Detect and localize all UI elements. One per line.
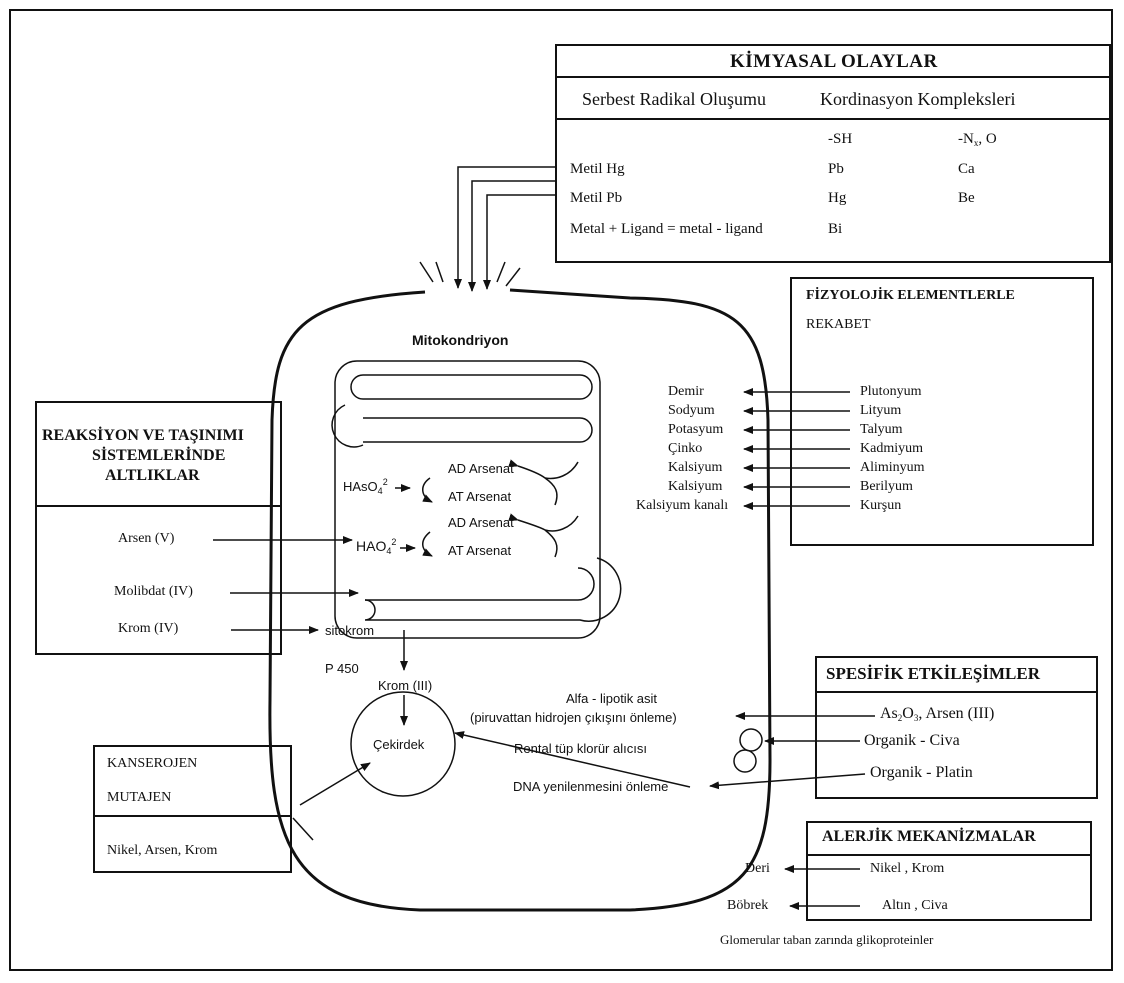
alerjik-target-1: Deri: [745, 861, 770, 876]
reaksiyon-title-1: REAKSİYON VE TAŞINIMI: [42, 427, 244, 444]
kimyasal-nxo: -Nx, O: [958, 131, 997, 148]
alfa-label: Alfa - lipotik asit: [566, 691, 658, 706]
alerjik-title: ALERJİK MEKANİZMALAR: [822, 828, 1036, 845]
ad-arsenat-2: AD Arsenat: [448, 515, 514, 530]
crista-2: [363, 417, 593, 443]
reaksiyon-title-2: SİSTEMLERİNDE: [92, 447, 226, 464]
kimyasal-box: [555, 44, 1111, 263]
kanserojen-box: [93, 745, 292, 873]
fizyolojik-competitor-1: Plutonyum: [860, 384, 922, 399]
spesifik-arrows: [709, 712, 875, 790]
fizyolojik-element-6: Kalsiyum: [668, 479, 723, 494]
kimyasal-row-3-left: Metal + Ligand = metal - ligand: [570, 221, 763, 237]
fizyolojik-competitor-6: Berilyum: [860, 479, 913, 494]
reaksiyon-arrows: [213, 536, 359, 634]
kimyasal-col2-head: Kordinasyon Kompleksleri: [820, 89, 1016, 109]
crista-3: [365, 567, 595, 601]
kimyasal-row-1-mid: Pb: [828, 161, 844, 177]
kimyasal-row-1-right: Ca: [958, 161, 975, 177]
haso4-label: HAsO42: [343, 477, 388, 496]
spesifik-item-2: Organik - Platin: [870, 764, 973, 781]
alerjik-arrows: [784, 865, 860, 910]
kimyasal-row-2-right: Be: [958, 190, 975, 206]
kanserojen-divider: [93, 815, 292, 817]
rental-label: Rental tüp klorür alıcısı: [514, 741, 647, 756]
kimyasal-divider-2: [555, 118, 1111, 120]
at-arsenat-1: AT Arsenat: [448, 489, 512, 504]
at-arsenat-2: AT Arsenat: [448, 543, 512, 558]
kanserojen-items: Nikel, Arsen, Krom: [107, 843, 218, 858]
sitokrom-label: sitokrom: [325, 623, 375, 638]
krom3-label: Krom (III): [378, 678, 433, 693]
kimyasal-divider-1: [555, 76, 1111, 78]
fizyolojik-element-7: Kalsiyum kanalı: [636, 498, 729, 513]
cell-membrane: [268, 288, 772, 912]
fizyolojik-element-3: Potasyum: [668, 422, 724, 437]
p450-label: P 450: [325, 661, 359, 676]
fizyolojik-subtitle: REKABET: [806, 317, 871, 332]
hao4-label: HAO42: [356, 537, 397, 556]
fizyolojik-box: [790, 277, 1094, 546]
alerjik-target-2: Böbrek: [727, 898, 769, 913]
nucleus: [350, 691, 456, 797]
alerjik-box: [806, 821, 1092, 921]
reaksiyon-divider: [35, 505, 282, 507]
kanserojen-label-2: MUTAJEN: [107, 790, 172, 805]
fizyolojik-element-1: Demir: [668, 384, 704, 399]
fizyolojik-element-5: Kalsiyum: [668, 460, 723, 475]
piruvat-label: (piruvattan hidrojen çıkışını önleme): [470, 710, 677, 725]
kanserojen-label-1: KANSEROJEN: [107, 756, 198, 771]
nucleus-label: Çekirdek: [373, 737, 425, 752]
kimyasal-row-2-left: Metil Pb: [570, 190, 623, 206]
alerjik-agent-1: Nikel , Krom: [870, 861, 945, 876]
reaksiyon-item-3: Krom (IV): [118, 621, 179, 636]
fizyolojik-element-2: Sodyum: [668, 403, 715, 418]
spesifik-title: SPESİFİK ETKİLEŞİMLER: [826, 664, 1040, 683]
alerjik-agent-2: Altın , Civa: [882, 898, 948, 913]
kimyasal-row-3-mid: Bi: [828, 221, 843, 237]
mitochondrion: [331, 360, 622, 639]
fizyolojik-title: FİZYOLOJİK ELEMENTLERLE: [806, 288, 1015, 303]
alerjik-footnote: Glomerular taban zarında glikoproteinler: [720, 932, 934, 947]
diagram-frame: [9, 9, 1113, 971]
spesifik-box: [815, 656, 1098, 799]
fizyolojik-competitor-2: Lityum: [860, 403, 902, 418]
fizyolojik-competitor-3: Talyum: [860, 422, 903, 437]
spesifik-as2o3: As2O3, Arsen (III): [880, 705, 995, 723]
kimyasal-row-2-mid: Hg: [828, 190, 847, 206]
kimyasal-title: KİMYASAL OLAYLAR: [730, 51, 938, 72]
fizyolojik-arrows: [743, 388, 850, 510]
reaksiyon-box: [35, 401, 282, 655]
ad-arsenat-1: AD Arsenat: [448, 461, 514, 476]
membrane-ticks: [419, 261, 521, 287]
mitochondrion-title: Mitokondriyon: [412, 332, 509, 348]
crista-2b: [331, 404, 364, 448]
crista-3b: [364, 557, 622, 622]
kimyasal-arrows: [454, 166, 556, 292]
cell-arrows: [299, 630, 691, 806]
alerjik-divider: [806, 854, 1092, 856]
spesifik-divider: [815, 691, 1098, 693]
dna-label: DNA yenilenmesini önleme: [513, 779, 669, 794]
fizyolojik-competitor-5: Aliminyum: [860, 460, 925, 475]
kimyasal-col1-head: Serbest Radikal Oluşumu: [582, 89, 766, 109]
fizyolojik-competitor-4: Kadmiyum: [860, 441, 923, 456]
reaksiyon-item-2: Molibdat (IV): [114, 584, 193, 599]
reaksiyon-item-1: Arsen (V): [118, 531, 175, 546]
kanserojen-tick: [292, 817, 314, 841]
kimyasal-sh: -SH: [828, 131, 853, 147]
reaksiyon-title-3: ALTLIKLAR: [105, 467, 200, 484]
spesifik-item-1: Organik - Civa: [864, 732, 960, 749]
fizyolojik-competitor-7: Kurşun: [860, 498, 902, 513]
fizyolojik-element-4: Çinko: [668, 441, 703, 456]
crista-1: [350, 374, 593, 400]
kimyasal-row-1-left: Metil Hg: [570, 161, 625, 177]
